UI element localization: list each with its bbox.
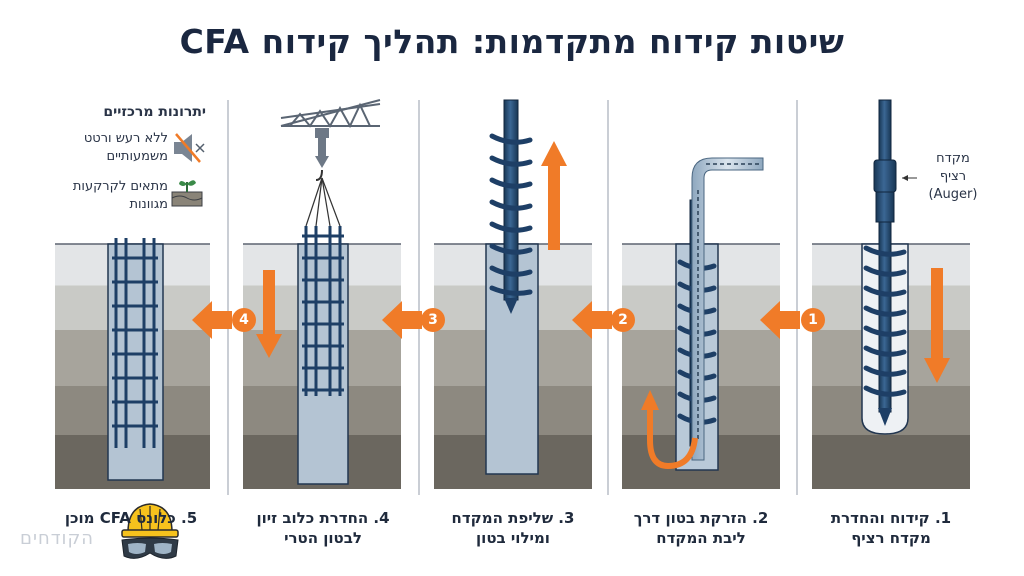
- down-arrow-1: [924, 268, 950, 383]
- panel-4-cage: [256, 99, 381, 485]
- step-badge-4: 4: [232, 308, 256, 332]
- step-badge-3: 3: [421, 308, 445, 332]
- advantage-item-1-line1: ללא רעש ורטט: [83, 131, 168, 146]
- step-caption-4-line1: 4. החדרת כלוב זיון: [256, 509, 390, 527]
- page-title: שיטות קידוח מתקדמות: תהליך קידוח CFA: [179, 22, 845, 61]
- step-caption-2: 2. הזרקת בטון דרך ליבת המקדח: [626, 508, 776, 548]
- advantage-item-1: ללא רעש ורטט משמעותיים: [58, 130, 168, 166]
- step-caption-5: 5. כלונס CFA מוכן: [56, 508, 206, 528]
- advantage-item-2-line1: מתאים לקרקעות: [72, 179, 168, 194]
- muted-speaker-icon: [174, 133, 205, 163]
- step-caption-3-line2: ומילוי בטון: [476, 529, 550, 547]
- step-arrow-2: [572, 301, 612, 339]
- auger-label: מקדח רציף (Auger): [918, 150, 988, 204]
- panel-3-extraction: [485, 99, 567, 475]
- up-arrow-3: [541, 141, 567, 250]
- safety-goggles-icon: [121, 537, 179, 559]
- auger-label-line1: מקדח: [936, 151, 970, 166]
- soil-plant-icon: [171, 180, 203, 207]
- step-badge-2: 2: [611, 308, 635, 332]
- step-caption-1-line2: מקדח רציף: [851, 529, 931, 547]
- step-caption-4: 4. החדרת כלוב זיון לבטון הטרי: [248, 508, 398, 548]
- panel-1-drilling: [861, 99, 950, 435]
- advantage-item-2-line2: מגוונות: [129, 197, 168, 212]
- advantages-heading: יתרונות מרכזיים: [103, 104, 206, 120]
- step-arrow-3: [382, 301, 422, 339]
- panel-5-finished-pile: [107, 238, 164, 481]
- step-badge-1: 1: [801, 308, 825, 332]
- watermark: הקודחים: [20, 528, 94, 549]
- panel-dividers: [227, 100, 798, 495]
- auger-label-line3: (Auger): [928, 187, 978, 202]
- step-caption-1-line1: 1. קידוח והחדרת: [830, 509, 952, 527]
- step-caption-5-line1: 5. כלונס CFA מוכן: [64, 509, 198, 527]
- step-caption-2-line1: 2. הזרקת בטון דרך: [633, 509, 769, 527]
- hard-hat-icon: [121, 503, 179, 538]
- auger-label-line2: רציף: [939, 169, 967, 184]
- step-caption-1: 1. קידוח והחדרת מקדח רציף: [816, 508, 966, 548]
- panel-2-pumping: [641, 157, 764, 471]
- step-arrow-1: [760, 301, 800, 339]
- step-caption-2-line2: ליבת המקדח: [656, 529, 746, 547]
- advantage-item-1-line2: משמעותיים: [106, 149, 168, 164]
- down-arrow-4: [256, 270, 282, 358]
- step-caption-3-line1: 3. שליפת המקדח: [451, 509, 575, 527]
- step-caption-4-line2: לבטון הטרי: [284, 529, 362, 547]
- advantage-item-2: מתאים לקרקעות מגוונות: [58, 178, 168, 214]
- return-arrow-2: [641, 390, 698, 470]
- step-caption-3: 3. שליפת המקדח ומילוי בטון: [438, 508, 588, 548]
- step-arrows: [192, 301, 800, 339]
- step-arrow-4: [192, 301, 232, 339]
